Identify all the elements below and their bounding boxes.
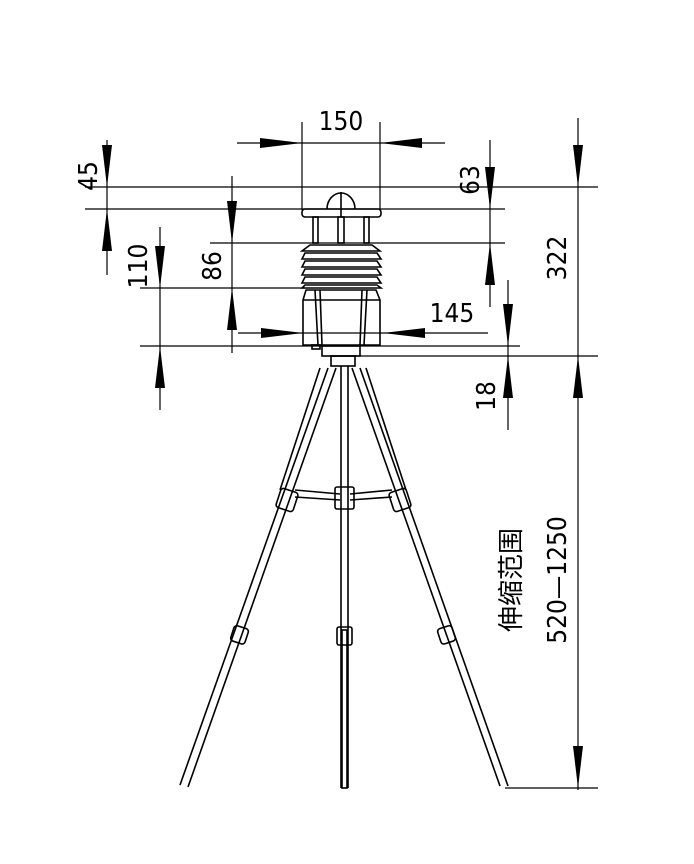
arrowhead (573, 145, 583, 187)
left-leg (179, 367, 337, 788)
dim-86: 86 (198, 251, 228, 281)
dim-322: 322 (543, 236, 573, 281)
arrowhead (227, 201, 237, 243)
tripod-range-value: 520—1250 (543, 516, 573, 644)
arrowhead (503, 356, 513, 398)
dim-145: 145 (430, 299, 475, 329)
sensor-body (302, 289, 381, 346)
dim-63: 63 (456, 165, 486, 195)
tripod (179, 355, 509, 789)
dim-110: 110 (124, 244, 154, 289)
arrowhead (485, 243, 495, 285)
clamps (229, 486, 457, 646)
arrowhead (485, 167, 495, 209)
center-pole (340, 366, 349, 789)
arrowhead (227, 288, 237, 330)
louvers (299, 244, 384, 289)
right-leg (351, 367, 509, 787)
arrowhead (102, 145, 112, 187)
arrowhead (260, 138, 302, 148)
weather-sensor (299, 192, 384, 357)
dim-45: 45 (74, 161, 104, 191)
dimension-arrows (102, 138, 583, 788)
arrowhead (383, 328, 425, 338)
arrowhead (380, 138, 422, 148)
braces (294, 489, 393, 501)
arrowhead (102, 209, 112, 251)
arrowhead (573, 746, 583, 788)
dim-150: 150 (319, 107, 364, 137)
tripod-range-label: 伸缩范围 (497, 528, 527, 632)
arrowhead (155, 246, 165, 288)
mount-base (321, 345, 361, 357)
arrowhead (503, 304, 513, 346)
arrowhead (155, 346, 165, 388)
dim-18: 18 (472, 381, 502, 411)
arrowhead (573, 356, 583, 398)
arrowhead (261, 328, 303, 338)
